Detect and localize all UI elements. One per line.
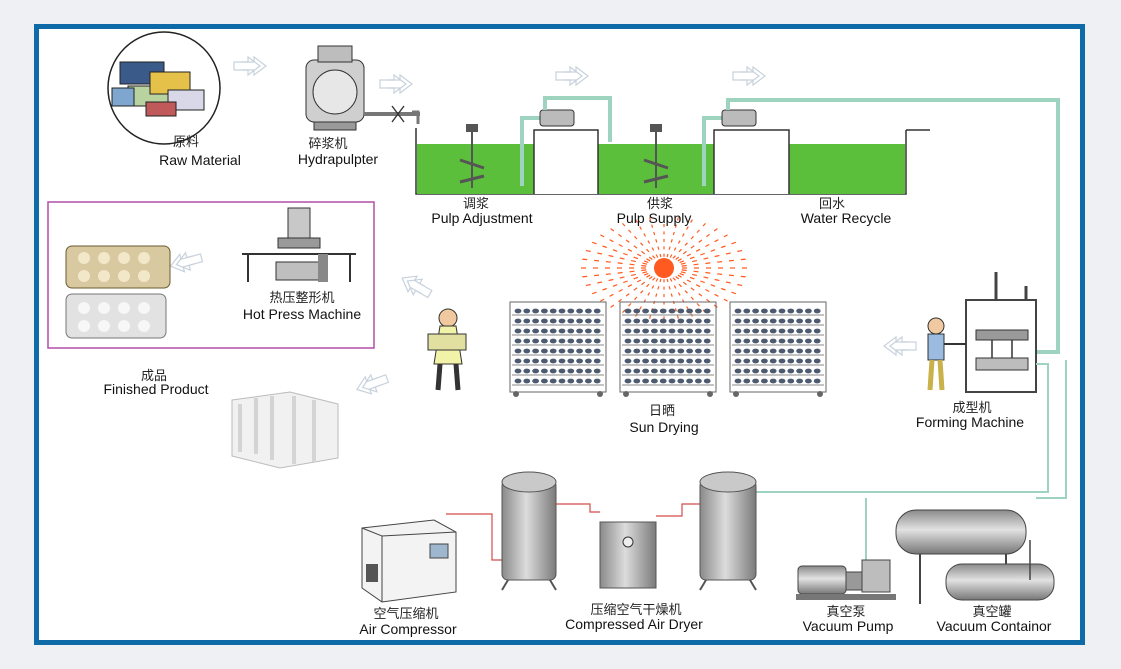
label-pulp-supply-cn: 供浆: [647, 197, 673, 212]
flow-arrow: [883, 336, 917, 356]
drying-rack: [619, 301, 717, 397]
label-pulp-supply-en: Pulp Supply: [617, 210, 692, 226]
label-pulp-adjustment-en: Pulp Adjustment: [431, 210, 532, 226]
worker-carrying-illustration: [427, 308, 467, 391]
raw-material-illustration: [107, 31, 221, 145]
label-water-recycle-en: Water Recycle: [801, 210, 892, 226]
label-air-dryer-cn: 压缩空气干燥机: [590, 602, 681, 618]
flow-arrow: [732, 66, 766, 86]
label-hot-press-cn: 热压整形机: [269, 291, 334, 306]
label-vacuum-container-cn: 真空罐: [972, 605, 1011, 620]
flow-arrow: [397, 269, 435, 303]
air-tank-right: [699, 471, 757, 591]
drying-racks: [509, 301, 827, 397]
label-hydrapulpter-cn: 碎浆机: [308, 137, 347, 152]
air-dryer-illustration: [599, 521, 657, 589]
flow-arrows: [167, 56, 917, 399]
sun-icon: [581, 216, 747, 320]
label-finished-product-cn: 成品: [141, 369, 167, 384]
flow-arrow: [379, 74, 413, 94]
air-compressor-illustration: [361, 519, 457, 603]
air-tank-left: [501, 471, 557, 591]
pulp-adjustment-tank: [417, 144, 534, 194]
label-vacuum-container-en: Vacuum Containor: [937, 618, 1052, 634]
label-water-recycle-cn: 回水: [819, 197, 845, 212]
pulp-tanks: [415, 96, 1060, 354]
label-hot-press-en: Hot Press Machine: [243, 306, 361, 322]
finished-product-illustration: [231, 391, 339, 469]
label-forming-machine-cn: 成型机: [952, 401, 991, 416]
vacuum-pump-illustration: [796, 559, 896, 600]
forming-machine-illustration: [927, 272, 1037, 393]
flow-arrow: [353, 369, 391, 399]
hot-press-area: [47, 201, 375, 349]
label-finished-product-en: Finished Product: [103, 381, 208, 397]
label-air-compressor-en: Air Compressor: [359, 621, 457, 637]
label-hydrapulpter-en: Hydrapulpter: [298, 151, 378, 167]
label-sun-drying-cn: 日晒: [649, 404, 675, 419]
water-recycle-tank: [789, 144, 905, 194]
egg-tray-illustration: [65, 245, 171, 339]
drying-rack: [509, 301, 607, 397]
label-air-compressor-cn: 空气压缩机: [373, 606, 438, 622]
label-vacuum-pump-en: Vacuum Pump: [803, 618, 894, 634]
label-pulp-adjustment-cn: 调浆: [463, 197, 489, 212]
vacuum-container-illustration: [895, 509, 1055, 604]
labels: 原料 Raw Material 碎浆机 Hydrapulpter 调浆 Pulp…: [103, 135, 1051, 637]
hot-press-illustration: [242, 207, 356, 282]
label-sun-drying-en: Sun Drying: [629, 419, 698, 435]
flow-arrow: [233, 56, 267, 76]
label-vacuum-pump-cn: 真空泵: [826, 605, 865, 620]
label-air-dryer-en: Compressed Air Dryer: [565, 616, 703, 632]
label-raw-material-en: Raw Material: [159, 152, 241, 168]
label-raw-material-cn: 原料: [173, 135, 199, 150]
flow-arrow: [555, 66, 589, 86]
label-forming-machine-en: Forming Machine: [916, 414, 1024, 430]
flow-arrow: [167, 248, 205, 276]
drying-rack: [729, 301, 827, 397]
hydrapulpter-illustration: [305, 45, 420, 131]
air-pipes: [446, 360, 1067, 561]
